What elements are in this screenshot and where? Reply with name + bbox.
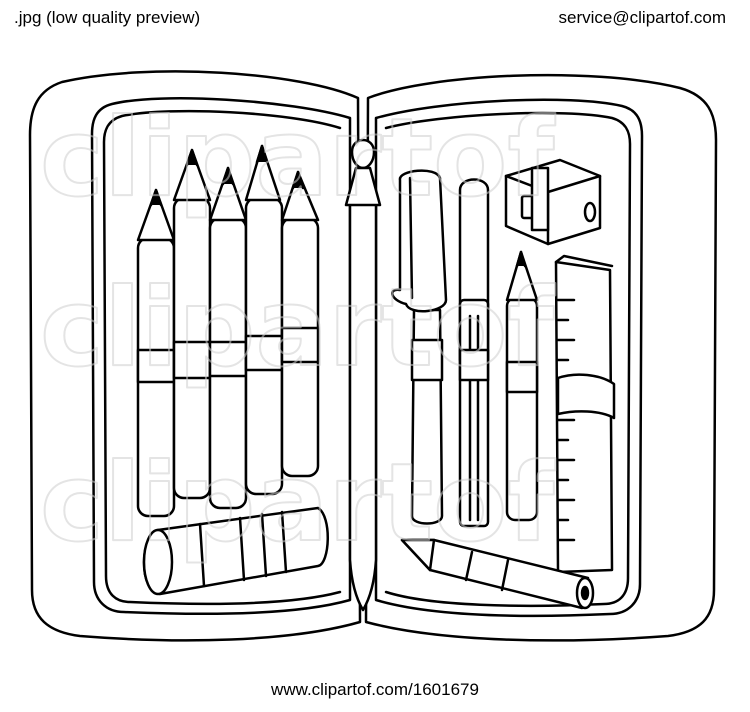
pencil-2	[172, 148, 212, 500]
pencil-5	[280, 170, 320, 478]
case-right-inner-line	[384, 111, 632, 608]
watermark-text-row-3: clipartof	[40, 441, 555, 566]
sharpener	[504, 158, 602, 246]
clipartof-watermark: clipartof clipartof clipartof	[39, 95, 556, 567]
zipper-track	[348, 198, 378, 612]
service-email: service@clipartof.com	[558, 8, 726, 27]
colored-pencils	[136, 144, 320, 518]
felt-marker	[391, 169, 448, 525]
pencil-3	[208, 166, 248, 510]
marker-lying	[142, 506, 329, 596]
small-pencil	[505, 250, 539, 522]
preview-label: .jpg (low quality preview)	[14, 8, 201, 27]
ruler	[554, 254, 616, 574]
ballpoint-pen	[458, 178, 490, 528]
case-left-inner-line	[102, 109, 342, 606]
footer-url: www.clipartof.com/1601679	[271, 680, 479, 699]
zipper-tab	[344, 166, 382, 207]
watermark-text-row-1: clipartof	[40, 96, 555, 221]
pencil-lying	[400, 538, 595, 610]
zipper-pull	[350, 138, 376, 170]
watermark-text-row-2: clipartof	[40, 266, 555, 391]
